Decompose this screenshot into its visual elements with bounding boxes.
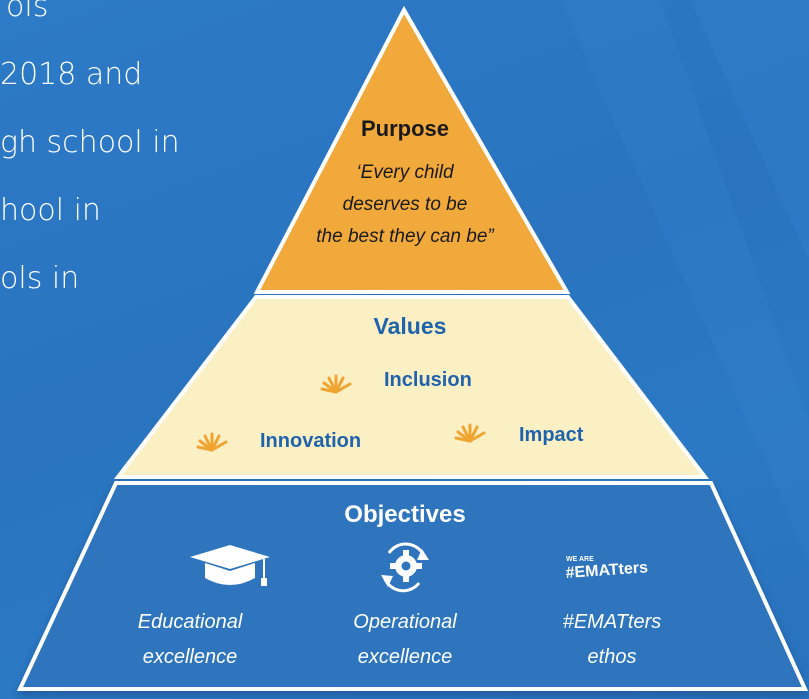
purpose-quote-line: deserves to be [343, 194, 468, 215]
value-item-impact: Impact [454, 423, 584, 446]
value-label: Impact [519, 424, 584, 446]
value-item-innovation: Innovation [196, 430, 361, 452]
left-text-line: hool in [0, 193, 101, 228]
ematters-badge-icon: WE ARE #EMATters [565, 556, 648, 582]
value-label: Innovation [260, 430, 361, 452]
purpose-tier [253, 5, 571, 294]
badge-large-text: #EMATters [565, 559, 648, 582]
purpose-quote-line: the best they can be” [316, 226, 495, 247]
objectives-tier [16, 481, 809, 691]
objective-label: Educational [138, 611, 243, 633]
left-text-line: ols in [0, 261, 80, 296]
objective-label: ethos [588, 646, 637, 668]
objective-label: #EMATters [563, 611, 662, 633]
objective-label: excellence [358, 646, 453, 668]
value-item-inclusion: Inclusion [320, 369, 472, 394]
values-tier [113, 295, 710, 479]
left-paragraph: ols 2018 and gh school in hool in ols in [0, 0, 260, 300]
gear-cycle-icon [381, 542, 429, 593]
left-text-line: 2018 and [0, 57, 143, 92]
value-label: Inclusion [384, 369, 472, 391]
left-text-line: ols [6, 0, 49, 24]
purpose-quote-line: ‘Every child [356, 162, 455, 183]
purpose-title: Purpose [361, 116, 449, 141]
objectives-title: Objectives [344, 501, 465, 528]
values-title: Values [374, 313, 447, 339]
left-text-line: gh school in [0, 125, 180, 160]
graduation-cap-icon [190, 545, 270, 586]
objective-label: excellence [143, 646, 238, 668]
badge-small-text: WE ARE [566, 556, 594, 563]
objective-label: Operational [353, 611, 457, 633]
